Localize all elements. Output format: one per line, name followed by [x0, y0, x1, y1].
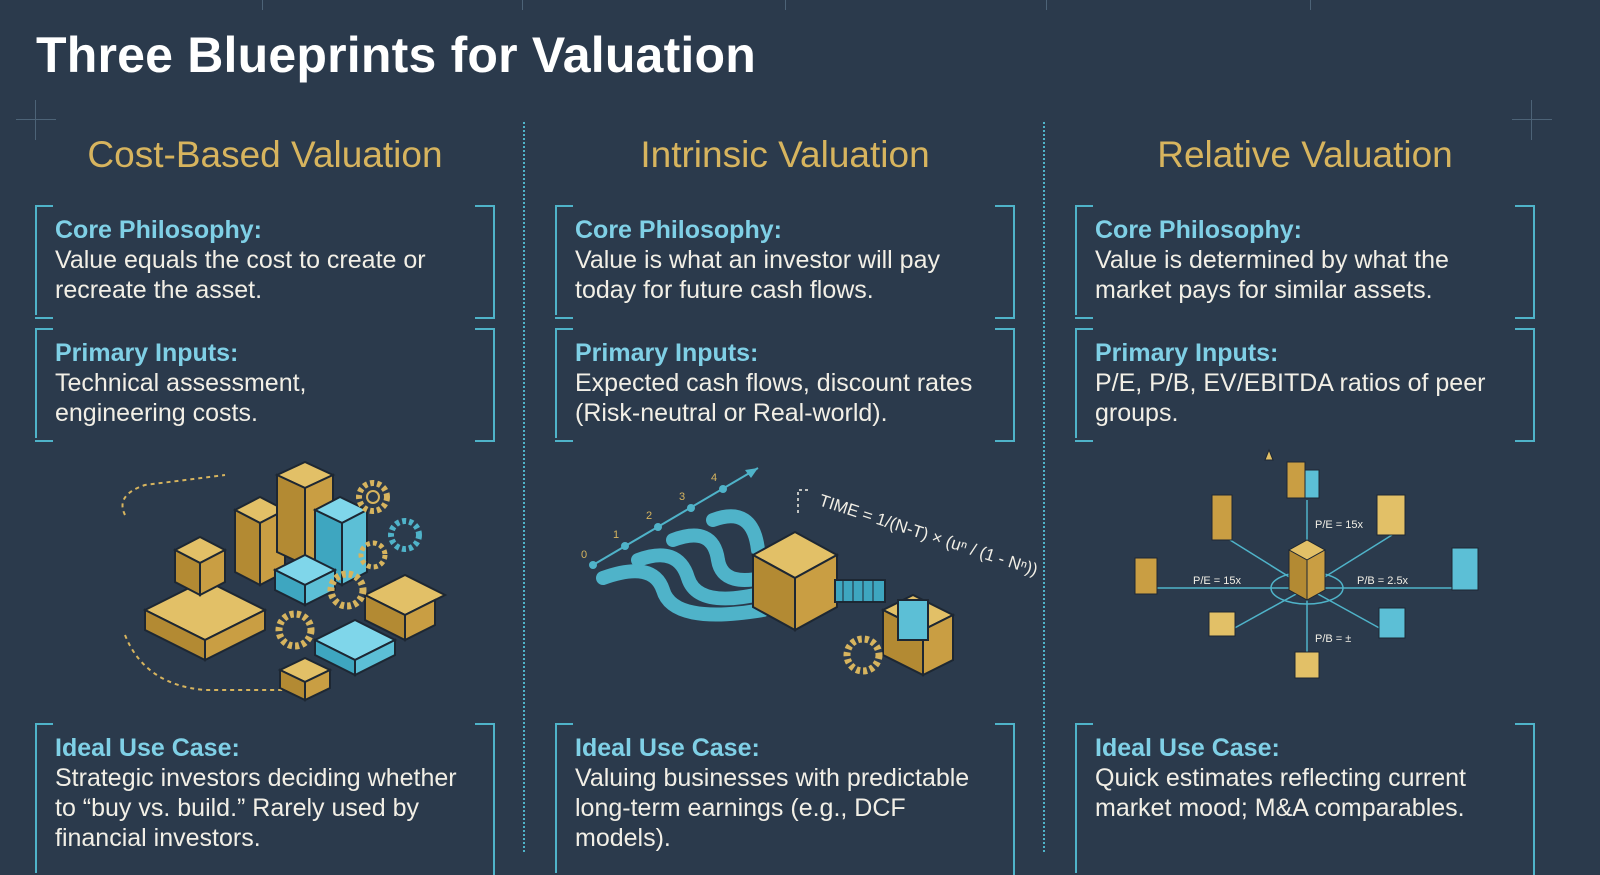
core-philosophy-box: Core Philosophy: Value is what an invest…	[555, 205, 1015, 319]
core-philosophy-box: Core Philosophy: Value is determined by …	[1075, 205, 1535, 319]
ideal-use-case-text: Valuing businesses with predictable long…	[575, 764, 970, 852]
primary-inputs-text: P/E, P/B, EV/EBITDA ratios of peer group…	[1095, 369, 1486, 427]
corner-crosshair	[16, 100, 56, 140]
frame-tick	[262, 0, 263, 10]
column-relative: Relative Valuation Core Philosophy: Valu…	[1075, 0, 1535, 875]
ratio-label: P/E = 15x	[1315, 519, 1364, 531]
ideal-use-case-box: Ideal Use Case: Strategic investors deci…	[35, 723, 495, 875]
core-philosophy-text: Value is what an investor will pay today…	[575, 246, 940, 304]
ideal-use-case-box: Ideal Use Case: Valuing businesses with …	[555, 723, 1015, 875]
core-philosophy-box: Core Philosophy: Value equals the cost t…	[35, 205, 495, 319]
ideal-use-case-text: Quick estimates reflecting current marke…	[1095, 764, 1466, 822]
ideal-use-case-label: Ideal Use Case:	[55, 734, 240, 762]
timeline-tick-label: 0	[581, 549, 587, 561]
column-divider	[523, 122, 525, 852]
column-heading: Relative Valuation	[1157, 134, 1453, 175]
core-philosophy-text: Value is determined by what the market p…	[1095, 246, 1449, 304]
core-philosophy-label: Core Philosophy:	[1095, 216, 1302, 244]
column-cost-based: Cost-Based Valuation Core Philosophy: Va…	[35, 0, 495, 875]
column-divider	[1043, 122, 1045, 852]
column-heading: Cost-Based Valuation	[87, 134, 443, 175]
ideal-use-case-label: Ideal Use Case:	[1095, 734, 1280, 762]
core-philosophy-label: Core Philosophy:	[55, 216, 262, 244]
ratio-label: P/B = 2.5x	[1357, 575, 1409, 587]
primary-inputs-label: Primary Inputs:	[55, 339, 239, 367]
peer-network-illustration: P/E = 15x P/E = 15x P/B = 2.5x P/B = ±	[1134, 448, 1479, 679]
primary-inputs-box: Primary Inputs: Technical assessment, en…	[35, 328, 495, 442]
primary-inputs-label: Primary Inputs:	[575, 339, 759, 367]
timeline-tick-label: 1	[613, 529, 619, 541]
frame-tick	[1310, 0, 1311, 10]
timeline-ticks: 0 1 2 3 4	[581, 472, 727, 569]
column-intrinsic: Intrinsic Valuation Core Philosophy: Val…	[555, 0, 1040, 875]
ideal-use-case-label: Ideal Use Case:	[575, 734, 760, 762]
primary-inputs-box: Primary Inputs: Expected cash flows, dis…	[555, 328, 1015, 442]
cost-construction-illustration	[121, 460, 448, 702]
core-philosophy-label: Core Philosophy:	[575, 216, 782, 244]
ideal-use-case-box: Ideal Use Case: Quick estimates reflecti…	[1075, 723, 1535, 875]
page-title: Three Blueprints for Valuation	[36, 27, 756, 83]
primary-inputs-box: Primary Inputs: P/E, P/B, EV/EBITDA rati…	[1075, 328, 1535, 442]
cash-flow-pipeline-illustration: 0 1 2 3 4 TIME = 1/(N-T) × (uⁿ / (1 - Nⁿ…	[581, 467, 1040, 677]
ideal-use-case-text: Strategic investors deciding whether to …	[55, 764, 457, 852]
column-heading: Intrinsic Valuation	[640, 134, 930, 175]
timeline-tick-label: 3	[679, 491, 685, 503]
frame-tick	[785, 0, 786, 10]
ratio-label: P/B = ±	[1315, 633, 1351, 645]
primary-inputs-text: Technical assessment, engineering costs.	[55, 369, 307, 427]
core-philosophy-text: Value equals the cost to create or recre…	[55, 246, 426, 304]
timeline-tick-label: 2	[646, 510, 652, 522]
primary-inputs-text: Expected cash flows, discount rates (Ris…	[575, 369, 973, 427]
frame-tick	[522, 0, 523, 10]
frame-tick	[1046, 0, 1047, 10]
ratio-label: P/E = 15x	[1193, 575, 1242, 587]
timeline-tick-label: 4	[711, 472, 717, 484]
primary-inputs-label: Primary Inputs:	[1095, 339, 1279, 367]
discount-formula: TIME = 1/(N-T) × (uⁿ / (1 - Nⁿ))	[817, 491, 1040, 580]
corner-crosshair	[1512, 100, 1552, 140]
